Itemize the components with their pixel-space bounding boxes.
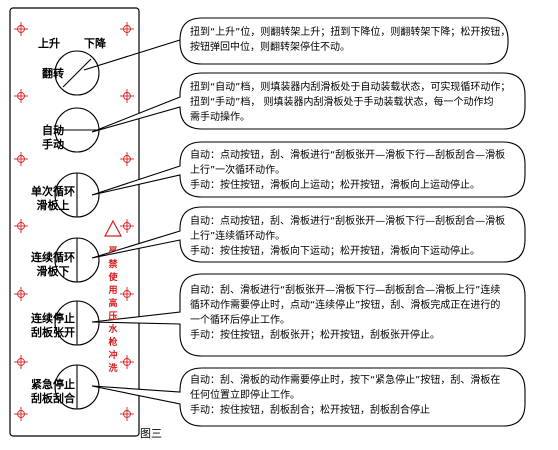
side-crosshair — [14, 287, 28, 301]
side-crosshair — [120, 219, 134, 233]
label-up: 上升 — [38, 37, 60, 50]
button-label-emergency-stop: 紧急停止 刮板刮合 — [31, 378, 75, 405]
side-crosshair — [14, 355, 28, 369]
callout-box-6 — [91, 367, 526, 427]
callout-box-1 — [83, 17, 509, 71]
side-crosshair — [14, 219, 28, 233]
button-label-single-cycle: 单次循环 滑板上 — [31, 185, 75, 212]
callout-box-3 — [91, 141, 526, 198]
button-label-continuous-cycle: 连续循环 滑板下 — [31, 251, 75, 278]
side-crosshair — [120, 287, 134, 301]
warning-text: 严禁使用高压水枪冲洗 — [108, 247, 118, 374]
side-crosshair — [120, 355, 134, 369]
button-label-flip: 翻转 — [42, 67, 64, 80]
callout-box-2 — [91, 72, 526, 133]
corner-crosshair — [120, 407, 134, 421]
side-crosshair — [120, 89, 134, 103]
callout-text-4: 自动：点动按钮，刮、滑板进行“刮板张开—滑板下行—刮板刮合—滑板 上行”连续循环… — [190, 216, 506, 257]
side-crosshair — [120, 152, 134, 166]
corner-crosshair — [120, 22, 134, 36]
panel-outline — [9, 7, 140, 437]
figure-caption: 图三 — [140, 427, 162, 440]
side-crosshair — [14, 89, 28, 103]
callout-box-5 — [91, 273, 526, 357]
callout-box-4 — [91, 206, 526, 263]
label-down: 下降 — [84, 37, 106, 50]
corner-crosshair — [14, 407, 28, 421]
callout-text-1: 扭到“上升”位，则翻转架上升；扭到下降位，则翻转架下降；松开按钮， 按钮弹回中位… — [190, 27, 511, 53]
callout-text-3: 自动：点动按钮，刮、滑板进行“刮板张开—滑板下行—刮板刮合—滑板 上行”一次循环… — [190, 150, 506, 191]
callout-text-6: 自动：刮、滑板的动作需要停止时，按下“紧急停止”按钮，刮、滑板在 任何位置立即停… — [190, 375, 501, 416]
corner-crosshair — [14, 22, 28, 36]
callout-text-2: 扭到“自动”档，则填装器内刮滑板处于自动装载状态，可实现循环动作； 扭到“手动”… — [190, 82, 511, 123]
button-label-continuous-stop: 连续停止 刮板张开 — [31, 312, 75, 339]
button-knob-line — [62, 58, 92, 88]
callout-text-5: 自动：刮、滑板进行“刮板张开—滑板下行—刮板刮合—滑板上行”连续 循环动作需要停… — [190, 285, 501, 341]
button-label-auto-manual: 自动 手动 — [42, 124, 64, 151]
side-crosshair — [14, 152, 28, 166]
warning-triangle — [104, 219, 122, 237]
